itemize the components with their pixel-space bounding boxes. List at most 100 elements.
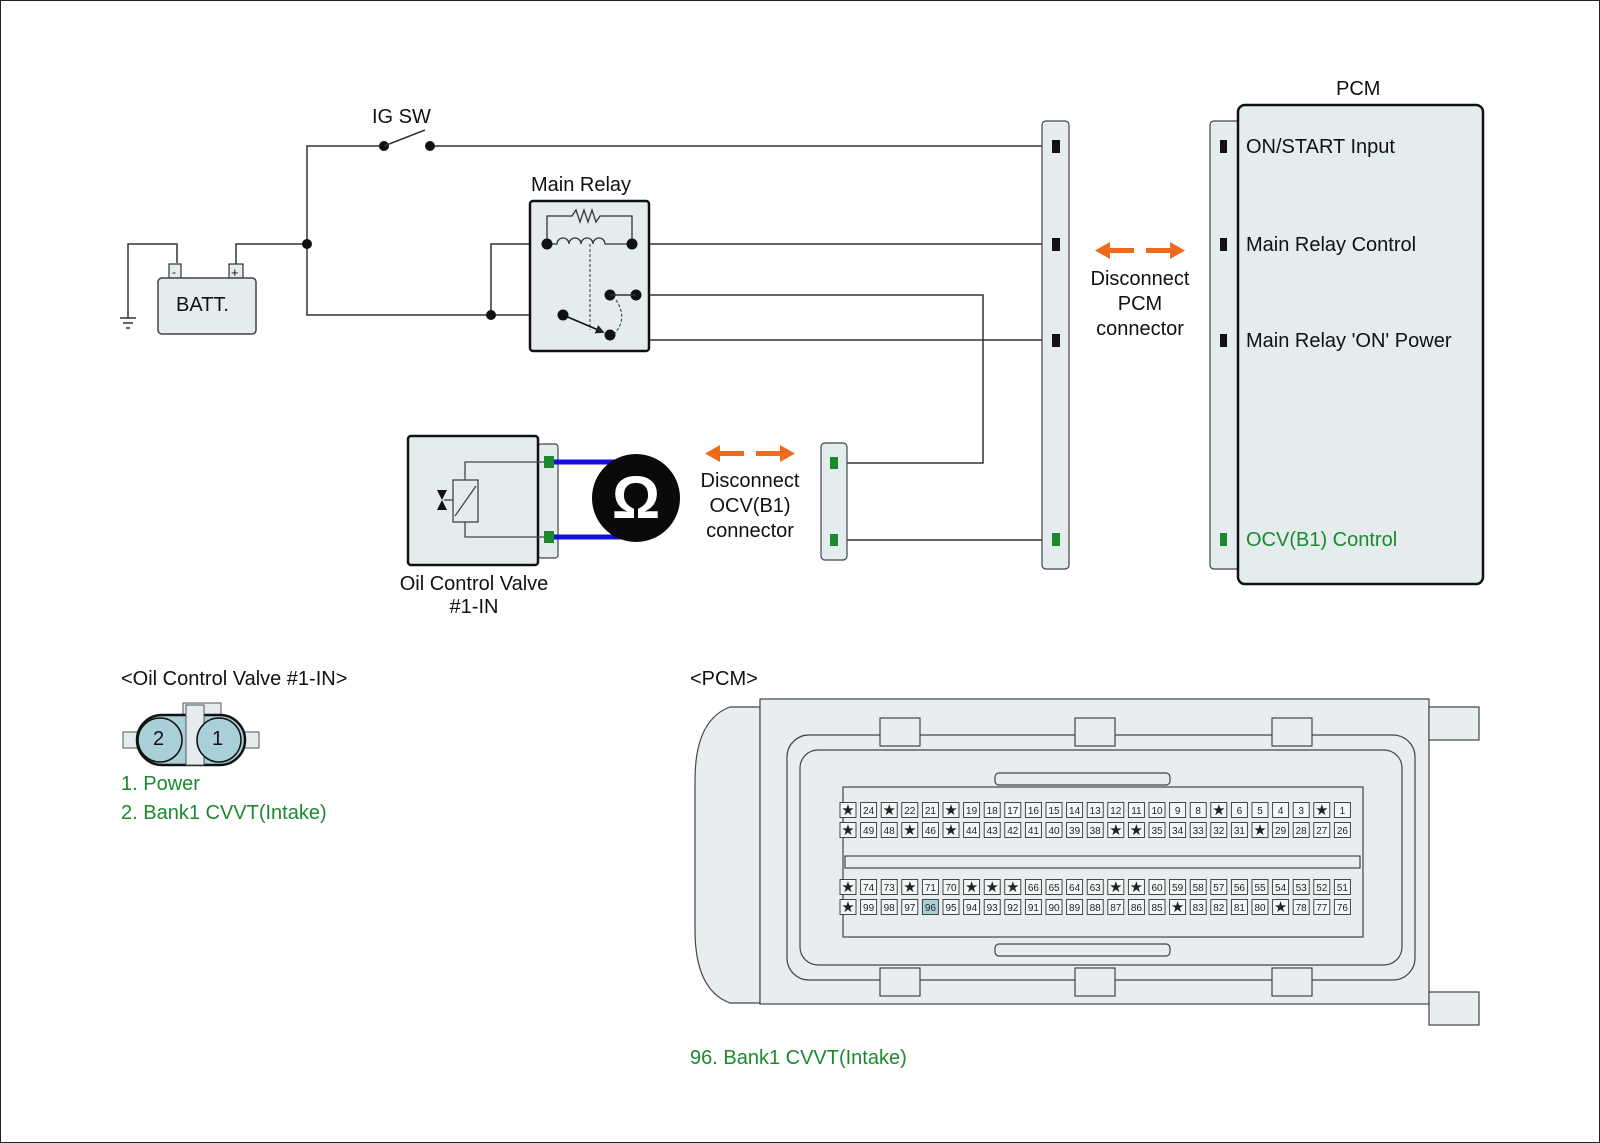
pcm-pin: 26	[1333, 822, 1351, 838]
pcm-pin-unused: ★	[1251, 822, 1269, 839]
pcm-pin-unused: ★	[1272, 899, 1290, 916]
pcm-title: PCM	[1336, 78, 1381, 100]
pcm-pin-number: ★	[1253, 822, 1266, 839]
ocv-harness-connector[interactable]	[820, 442, 848, 561]
pcm-pin: 53	[1292, 879, 1310, 895]
ocv-pin-1: 1	[212, 728, 224, 750]
pcm-pin-number: 13	[1090, 806, 1102, 817]
pcm-pin-number: 46	[925, 826, 937, 837]
battery-plus-label: +	[231, 265, 239, 280]
pcm-pin-number: 14	[1069, 806, 1081, 817]
main-relay-label: Main Relay	[531, 174, 632, 196]
pcm-pin-number: 99	[863, 903, 875, 914]
pcm-pin-number: ★	[1109, 879, 1122, 896]
pcm-pin-number: 59	[1172, 883, 1184, 894]
pcm-pin-number: 32	[1213, 826, 1225, 837]
disconnect-pcm-line1: Disconnect	[1090, 268, 1190, 290]
pcm-pin-number: 33	[1193, 826, 1205, 837]
disconnect-pcm-line3: connector	[1096, 318, 1184, 340]
disconnect-ocv-line3: connector	[706, 520, 794, 542]
ignition-switch[interactable]	[379, 129, 435, 151]
disconnect-ocv-label: Disconnect OCV(B1) connector	[690, 469, 810, 544]
pcm-pin-unused: ★	[942, 802, 960, 819]
pcm-pin-number: 53	[1296, 883, 1308, 894]
pcm-pin: 4	[1272, 802, 1290, 818]
pcm-pin-number: 66	[1028, 883, 1040, 894]
junction-dot	[486, 310, 496, 320]
disconnect-arrows-ocv	[705, 445, 795, 462]
pcm-terminal-on-start: ON/START Input	[1246, 136, 1395, 158]
pcm-pin: 52	[1313, 879, 1331, 895]
pcm-pin-number: 80	[1254, 903, 1266, 914]
disconnect-ocv-line2: OCV(B1)	[709, 495, 791, 517]
pcm-pin-number: 16	[1028, 806, 1040, 817]
pcm-pin-unused: ★	[1313, 802, 1331, 819]
pcm-pin-unused: ★	[901, 822, 919, 839]
pcm-pin: 18	[983, 802, 1001, 818]
pcm-pin-number: 98	[884, 903, 896, 914]
pcm-pin-number: ★	[1212, 802, 1225, 819]
pcm-pin: 82	[1210, 899, 1228, 915]
pcm-pin-number: ★	[1130, 879, 1143, 896]
ocv-connector-face	[122, 702, 260, 767]
pcm-pin: 29	[1272, 822, 1290, 838]
pcm-pin-number: 5	[1257, 806, 1263, 817]
pcm-pin: 8	[1189, 802, 1207, 818]
pcm-pin: 56	[1230, 879, 1248, 895]
pcm-pin: 22	[901, 802, 919, 818]
pcm-pin-number: 96	[925, 903, 937, 914]
pcm-pin-number: 4	[1278, 806, 1284, 817]
pcm-pin-number: 89	[1069, 903, 1081, 914]
battery-label: BATT.	[176, 294, 229, 316]
pcm-pin-number: 92	[1007, 903, 1019, 914]
pcm-pin-number: 77	[1316, 903, 1328, 914]
pcm-harness-connector[interactable]	[1041, 120, 1070, 570]
disconnect-pcm-label: Disconnect PCM connector	[1080, 267, 1200, 342]
pcm-pin-number: 81	[1234, 903, 1246, 914]
main-relay	[528, 199, 651, 353]
pcm-pin-number: ★	[1130, 822, 1143, 839]
pcm-pin-number: ★	[882, 802, 895, 819]
pcm-pin-unused: ★	[1169, 899, 1187, 916]
pcm-pin: 77	[1313, 899, 1331, 915]
pcm-pin: 63	[1086, 879, 1104, 895]
pcm-pin: 55	[1251, 879, 1269, 895]
pcm-pin: 34	[1169, 822, 1187, 838]
pcm-pin: 85	[1148, 899, 1166, 915]
pcm-pin-number: ★	[841, 802, 854, 819]
pcm-pin: 76	[1333, 899, 1351, 915]
pcm-pin: 99	[860, 899, 878, 915]
ocv-legend-cvvt: 2. Bank1 CVVT(Intake)	[121, 802, 327, 824]
pcm-pin-number: 73	[884, 883, 896, 894]
pcm-pin-number: 93	[987, 903, 999, 914]
pcm-pin: 42	[1004, 822, 1022, 838]
pcm-pin: 91	[1024, 899, 1042, 915]
pcm-pin-number: ★	[903, 822, 916, 839]
oil-control-valve	[406, 434, 559, 567]
pcm-pin-number: ★	[944, 822, 957, 839]
pcm-pin-number: 19	[966, 806, 978, 817]
ohmmeter-icon[interactable]	[592, 454, 680, 542]
pcm-pin: 94	[963, 899, 981, 915]
pcm-pin-number: ★	[903, 879, 916, 896]
ocv-component-label: Oil Control Valve #1-IN	[384, 573, 564, 619]
pcm-pin: 97	[901, 899, 919, 915]
pcm-pin: 3	[1292, 802, 1310, 818]
pcm-pin: 46	[921, 822, 939, 838]
pcm-terminal-main-relay-on-power: Main Relay 'ON' Power	[1246, 330, 1452, 352]
pcm-pin-number: 31	[1234, 826, 1246, 837]
pcm-pin-number: 90	[1048, 903, 1060, 914]
pcm-pin-unused: ★	[1127, 879, 1145, 896]
disconnect-ocv-line1: Disconnect	[700, 470, 800, 492]
pcm-pin: 27	[1313, 822, 1331, 838]
pcm-pin: 70	[942, 879, 960, 895]
pcm-pin-number: 17	[1007, 806, 1019, 817]
pcm-pin-number: 71	[925, 883, 937, 894]
pcm-pin: 87	[1107, 899, 1125, 915]
pcm-pin-number: ★	[841, 822, 854, 839]
pcm-pin: 21	[921, 802, 939, 818]
pcm-pin-number: 87	[1110, 903, 1122, 914]
pcm-pin-number: 82	[1213, 903, 1225, 914]
pcm-pin: 65	[1045, 879, 1063, 895]
pcm-pin: 90	[1045, 899, 1063, 915]
